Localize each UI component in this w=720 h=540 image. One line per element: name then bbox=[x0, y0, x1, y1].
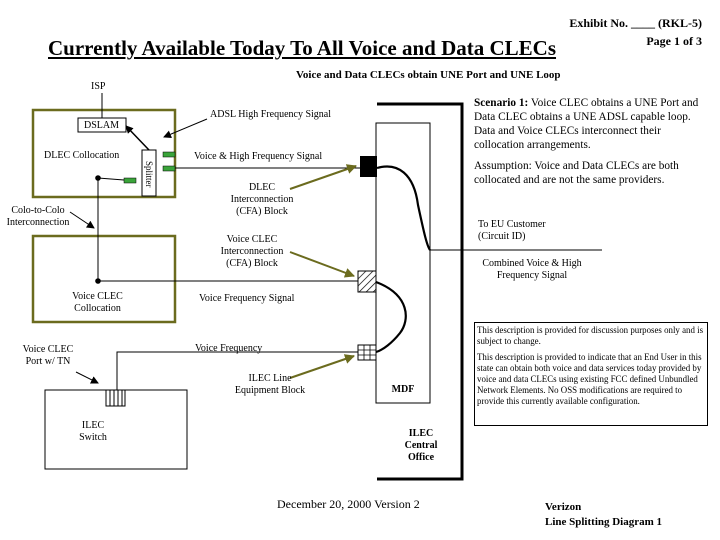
splitter-port bbox=[123, 177, 137, 184]
dlec-cfa-block bbox=[360, 156, 377, 177]
splitter-dslam-arrow bbox=[125, 125, 150, 151]
voice-clec-cfa-block bbox=[357, 270, 377, 293]
port-pointer bbox=[75, 371, 99, 384]
scenario-description: Scenario 1: Voice CLEC obtains a UNE Por… bbox=[474, 96, 706, 194]
colo-to-colo-label-line: Interconnection bbox=[6, 217, 70, 228]
dlec-collocation-label: DLEC Collocation bbox=[44, 150, 120, 161]
voice-frequency-label: Voice Frequency bbox=[195, 343, 263, 354]
to-eu-customer-label: To EU Customer (Circuit ID) bbox=[478, 219, 546, 243]
voice-clec-port-label: Voice CLEC Port w/ TN bbox=[12, 344, 84, 368]
dlec-cfa-label-line: Interconnection bbox=[230, 194, 294, 205]
ilec-line-block bbox=[357, 344, 377, 361]
colo-to-colo-pointer bbox=[69, 211, 95, 229]
dlec-cfa-label-line: (CFA) Block bbox=[236, 206, 288, 217]
voice-block-pointer bbox=[289, 251, 355, 278]
ilec-line-block-label-line: ILEC Line bbox=[248, 373, 292, 384]
combined-signal-label-line: Combined Voice & High bbox=[482, 258, 582, 269]
isp-label: ISP bbox=[91, 81, 106, 92]
page-number: Page 1 of 3 bbox=[646, 34, 702, 48]
colo-to-colo-label: Colo-to-Colo Interconnection bbox=[0, 205, 76, 229]
splitter-label: Splitter bbox=[144, 160, 154, 188]
ilec-switch-label: ILEC Switch bbox=[68, 420, 118, 444]
dslam-label: DSLAM bbox=[84, 120, 120, 131]
dlec-cfa-label: DLEC Interconnection (CFA) Block bbox=[222, 182, 302, 218]
voice-clec-port-label-line: Port w/ TN bbox=[25, 356, 71, 367]
voice-clec-cfa-label-line: Voice CLEC bbox=[226, 234, 278, 245]
dlec-cfa-label-line: DLEC bbox=[248, 182, 276, 193]
switch-port-grid bbox=[105, 389, 126, 407]
ilec-block-pointer bbox=[289, 354, 355, 379]
voice-clec-collocation-box bbox=[31, 234, 177, 324]
disclaimer-paragraph-1: This description is provided for discuss… bbox=[477, 325, 704, 346]
scenario-paragraph: Scenario 1: Voice CLEC obtains a UNE Por… bbox=[474, 96, 706, 152]
jumper-voice-to-ilec bbox=[375, 280, 407, 354]
voice-clec-port-label-line: Voice CLEC bbox=[22, 344, 74, 355]
voice-clec-collocation-label-line: Voice CLEC bbox=[72, 291, 123, 302]
splitter-port bbox=[162, 151, 176, 158]
adsl-pointer bbox=[163, 118, 208, 138]
adsl-signal-label: ADSL High Frequency Signal bbox=[210, 109, 332, 120]
exhibit-number: Exhibit No. ____ (RKL-5) bbox=[569, 16, 702, 30]
footer-company-block: Verizon Line Splitting Diagram 1 bbox=[545, 500, 662, 530]
ilec-central-office-label-line: Central bbox=[404, 440, 438, 451]
to-eu-customer-label-line: To EU Customer bbox=[478, 219, 546, 230]
dlec-block-pointer bbox=[289, 164, 357, 190]
ilec-switch-label-line: Switch bbox=[79, 432, 107, 443]
to-eu-customer-label-line: (Circuit ID) bbox=[478, 231, 526, 242]
footer-date-version: December 20, 2000 Version 2 bbox=[277, 497, 420, 511]
scenario-lead: Scenario 1: bbox=[474, 97, 529, 109]
disclaimer-paragraph-2: This description is provided to indicate… bbox=[477, 352, 702, 406]
ilec-central-office-label-line: Office bbox=[407, 452, 435, 463]
combined-signal-label-line: Frequency Signal bbox=[496, 270, 568, 281]
jumper-dlec-to-customer bbox=[376, 165, 431, 251]
ilec-central-office-label: ILEC Central Office bbox=[396, 428, 446, 464]
voice-clec-collocation-label: Voice CLEC Collocation bbox=[55, 291, 140, 315]
scenario-assumption: Assumption: Voice and Data CLECs are bot… bbox=[474, 160, 679, 186]
voice-hf-signal-label: Voice & High Frequency Signal bbox=[194, 151, 323, 162]
diagram-subtitle: Voice and Data CLECs obtain UNE Port and… bbox=[296, 69, 561, 81]
voice-clec-cfa-label-line: Interconnection bbox=[220, 246, 284, 257]
disclaimer-box: This description is provided for discuss… bbox=[474, 322, 708, 426]
mdf-frame bbox=[375, 122, 431, 404]
page-title: Currently Available Today To All Voice a… bbox=[48, 36, 557, 60]
voice-clec-cfa-label: Voice CLEC Interconnection (CFA) Block bbox=[212, 234, 292, 270]
scenario-text: Voice CLEC obtains a UNE Port and Data C… bbox=[474, 97, 699, 151]
central-office-wall bbox=[377, 102, 464, 481]
ilec-switch-label-line: ILEC bbox=[81, 420, 105, 431]
combined-signal-label: Combined Voice & High Frequency Signal bbox=[474, 258, 590, 282]
ilec-central-office-label-line: ILEC bbox=[408, 428, 434, 439]
mdf-label: MDF bbox=[391, 384, 415, 395]
colo-to-colo-label-line: Colo-to-Colo bbox=[11, 205, 65, 216]
voice-clec-cfa-label-line: (CFA) Block bbox=[226, 258, 278, 269]
voice-clec-collocation-label-line: Collocation bbox=[74, 303, 121, 314]
voice-frequency-line bbox=[116, 351, 358, 390]
ilec-line-block-label-line: Equipment Block bbox=[234, 385, 306, 396]
voice-signal-label: Voice Frequency Signal bbox=[199, 293, 295, 304]
colo-to-splitter-link bbox=[97, 177, 125, 181]
diagram-name: Line Splitting Diagram 1 bbox=[545, 516, 663, 528]
ilec-line-block-label: ILEC Line Equipment Block bbox=[228, 373, 312, 397]
splitter-port bbox=[162, 165, 176, 172]
company-name: Verizon bbox=[545, 501, 582, 513]
